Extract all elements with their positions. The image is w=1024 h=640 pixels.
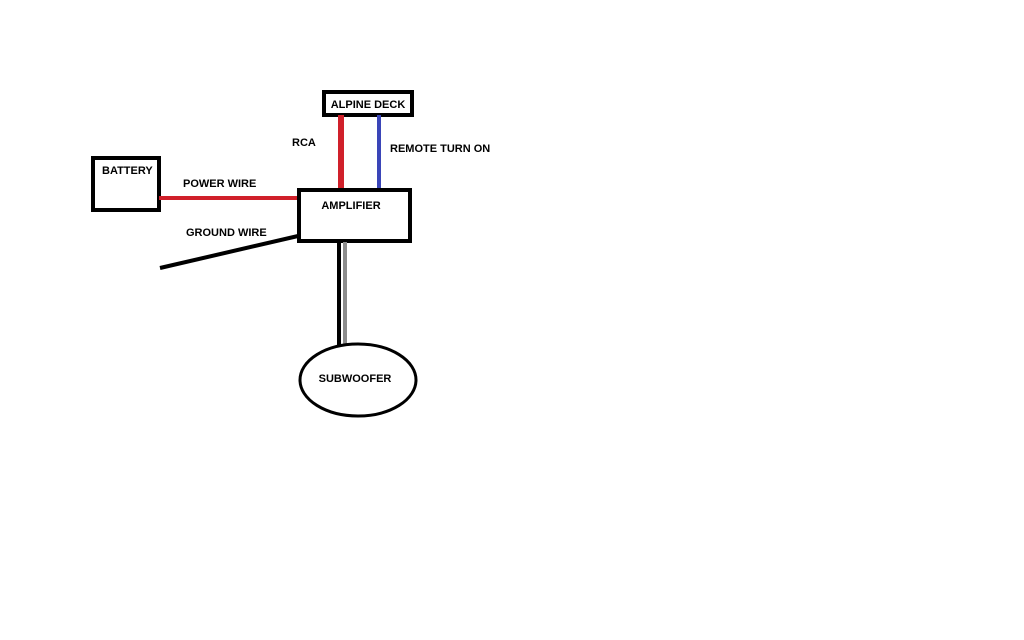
ground-wire bbox=[159, 234, 299, 270]
battery-box bbox=[91, 156, 161, 212]
power-wire-label: POWER WIRE bbox=[183, 178, 256, 190]
subwoofer-ellipse bbox=[298, 342, 418, 418]
battery-label: BATTERY bbox=[102, 165, 153, 177]
amplifier-label: AMPLIFIER bbox=[321, 200, 380, 212]
rca-label: RCA bbox=[292, 137, 316, 149]
alpine-deck-box bbox=[322, 90, 414, 117]
remote-turn-on-label: REMOTE TURN ON bbox=[390, 143, 490, 155]
alpine-deck-label: ALPINE DECK bbox=[331, 99, 406, 111]
ground-wire-label: GROUND WIRE bbox=[186, 227, 267, 239]
subwoofer-label: SUBWOOFER bbox=[319, 373, 392, 385]
amplifier-box bbox=[297, 188, 412, 243]
